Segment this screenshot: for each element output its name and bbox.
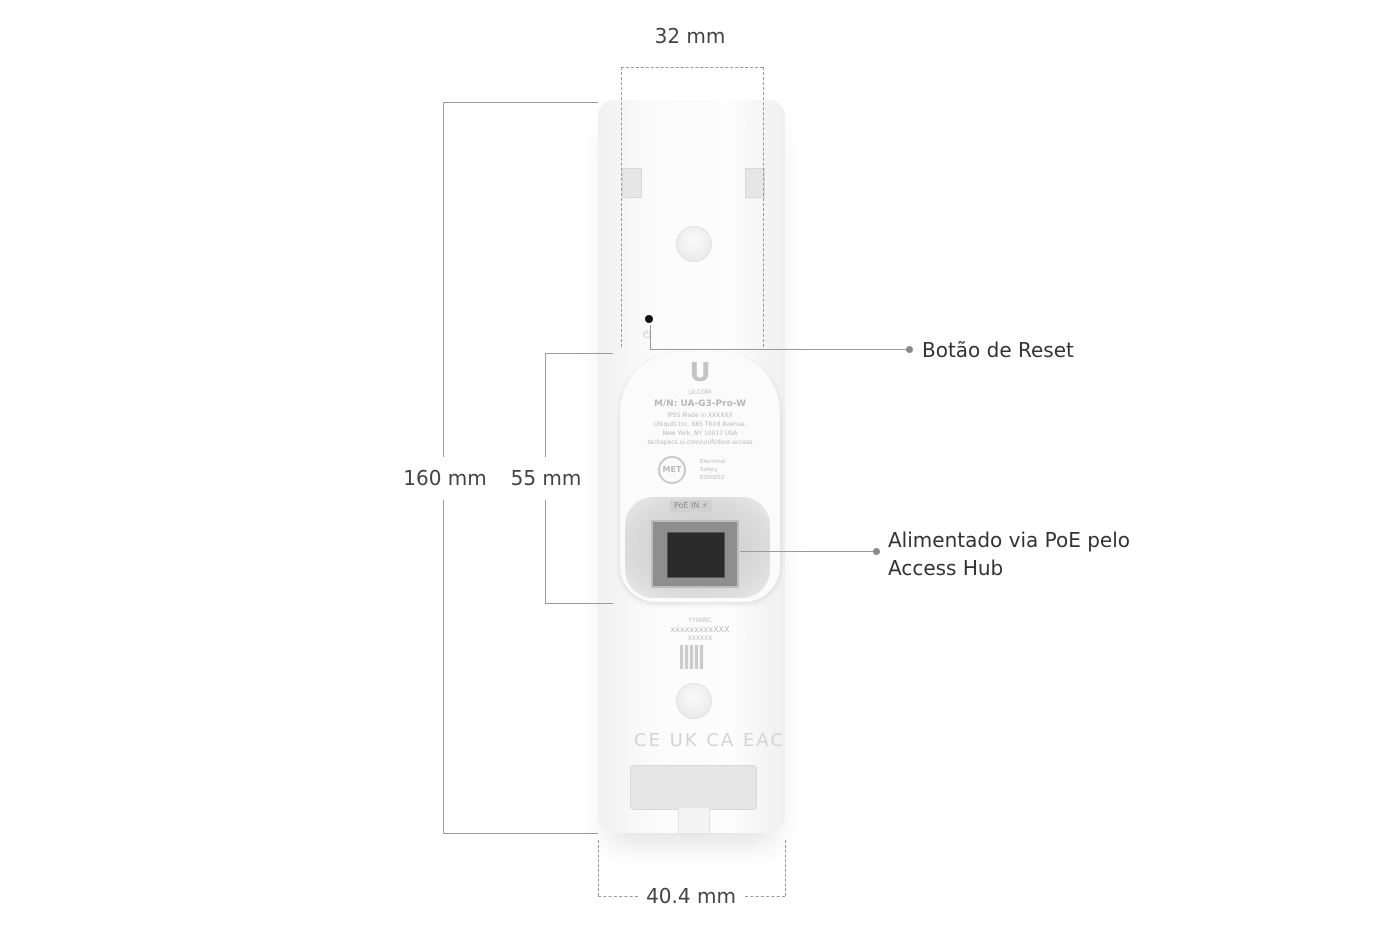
dim-line xyxy=(443,102,598,103)
dim-height: 160 mm xyxy=(403,466,487,490)
bottom-tab xyxy=(678,808,710,834)
dim-line xyxy=(763,67,764,347)
dim-line xyxy=(545,603,613,604)
label-line: Ubiquiti Inc. 685 Third Avenue, xyxy=(653,421,747,428)
dim-line xyxy=(598,896,638,897)
label-line: New York, NY 10017 USA xyxy=(662,430,738,437)
dim-line xyxy=(545,500,546,603)
poe-in-label: PoE IN ⚡ xyxy=(670,500,712,512)
callout-poe: Alimentado via PoE pelo Access Hub xyxy=(888,528,1131,580)
dim-line xyxy=(545,353,546,457)
callout-line xyxy=(740,551,875,552)
callout-dot xyxy=(873,548,880,555)
dim-line xyxy=(598,840,599,896)
dim-top-width: 32 mm xyxy=(654,24,726,48)
callout-reset: Botão de Reset xyxy=(922,338,1074,362)
dim-plate-height: 55 mm xyxy=(510,466,582,490)
dim-line xyxy=(621,67,763,68)
mount-slot-left xyxy=(622,168,642,198)
screw-hole-top xyxy=(676,226,712,262)
serial-codes: YYWWC xxxxxxxxxXXX XXXXXX xyxy=(670,617,730,642)
callout-dot xyxy=(906,346,913,353)
brand-text: UI.COM xyxy=(688,389,712,396)
bottom-slot xyxy=(630,765,757,810)
dim-line xyxy=(785,840,786,896)
reset-button xyxy=(645,315,653,323)
ubiquiti-logo-icon: U xyxy=(689,358,711,388)
met-logo: MET xyxy=(658,456,686,484)
mount-slot-right xyxy=(745,168,765,198)
screw-hole-bottom xyxy=(676,683,712,719)
compliance-marks: CE UK CA EAC xyxy=(634,730,785,751)
label-line: techspecs.ui.com/unifi/door-access xyxy=(647,439,753,446)
qr-code xyxy=(680,645,704,669)
dim-line xyxy=(443,102,444,457)
label-line: IP55 Made in XXXXXX xyxy=(667,412,733,419)
model-text: M/N: UA-G3-Pro-W xyxy=(653,399,747,409)
rj45-port xyxy=(651,520,739,588)
rj45-jack xyxy=(667,532,725,578)
dim-line xyxy=(621,67,622,347)
callout-line xyxy=(650,325,651,349)
dim-line xyxy=(745,896,785,897)
dim-bottom-width: 40.4 mm xyxy=(646,884,736,908)
callout-line xyxy=(650,349,908,350)
power-icon: ⏻ xyxy=(643,330,651,341)
dim-line xyxy=(545,353,613,354)
dim-line xyxy=(443,833,598,834)
dim-line xyxy=(443,500,444,833)
